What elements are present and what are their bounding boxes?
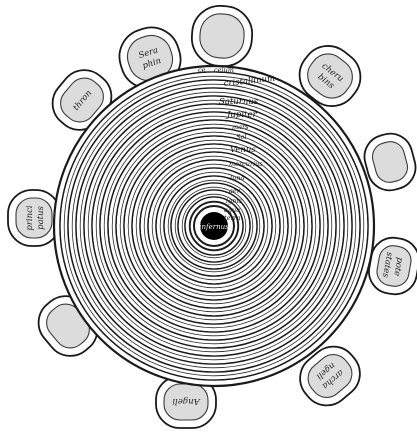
ring-label-jupiter: Jupiter [225, 110, 257, 120]
ring-label-mercurius: mercurius [229, 160, 263, 168]
ring-label-venus: Venus [230, 145, 256, 155]
ring-label-terra: terra [224, 214, 241, 222]
ring-label-ce: ce [198, 66, 206, 74]
ring-label-aqua: aqua [224, 206, 240, 214]
ring-label-mars: mars [232, 123, 249, 131]
lobe-top [190, 4, 254, 68]
ring-label-saturnus: Saturnus [219, 97, 259, 107]
ring-label-sol: Sol [236, 133, 246, 141]
lobe-left-mid-label: princi [25, 205, 35, 230]
lobe-bottom-left-label: Angeli [172, 396, 201, 406]
ring-label-celum: celum [214, 66, 234, 74]
lobe-left-mid: princi patus [8, 190, 60, 246]
ring-label-aer: aer [229, 187, 241, 195]
ring-label-luna: luna [230, 174, 244, 182]
lobe-left-mid-label-2: patus [36, 205, 46, 229]
ring-label-ignis: ignis [226, 197, 243, 205]
core-label: infernus [199, 223, 229, 231]
